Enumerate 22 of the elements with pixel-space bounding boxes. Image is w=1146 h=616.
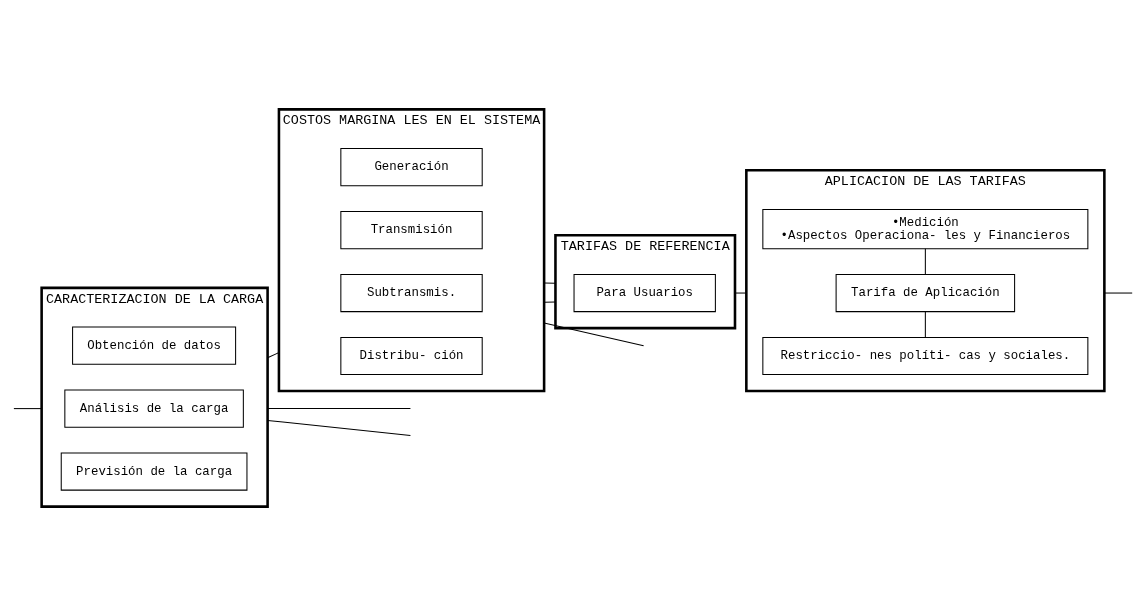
connector xyxy=(924,248,926,275)
node-box: Restriccio- nes políti- cas y sociales. xyxy=(762,336,1089,376)
connector xyxy=(13,408,43,410)
connector xyxy=(267,352,280,359)
connector xyxy=(924,311,926,338)
connector xyxy=(267,408,411,410)
connector xyxy=(1103,292,1133,294)
node-box: Previsión de la carga xyxy=(60,452,248,491)
node-box: Subtransmis. xyxy=(340,273,483,313)
node-box: •Medición •Aspectos Operaciona- les y Financieros xyxy=(762,208,1089,250)
node-box: Obtención de datos xyxy=(72,326,237,365)
node-box: Tarifa de Aplicación xyxy=(835,273,1016,313)
node-box: Transmisión xyxy=(340,211,483,250)
node-box: Para Usuarios xyxy=(573,273,716,313)
node-box: Distribu- ción xyxy=(340,336,483,376)
connector xyxy=(543,282,556,284)
node-box: Análisis de la carga xyxy=(64,389,244,428)
connector xyxy=(543,301,556,303)
node-box: Generación xyxy=(340,148,483,187)
connector xyxy=(543,322,645,347)
connector xyxy=(267,419,411,436)
connector xyxy=(734,292,747,294)
